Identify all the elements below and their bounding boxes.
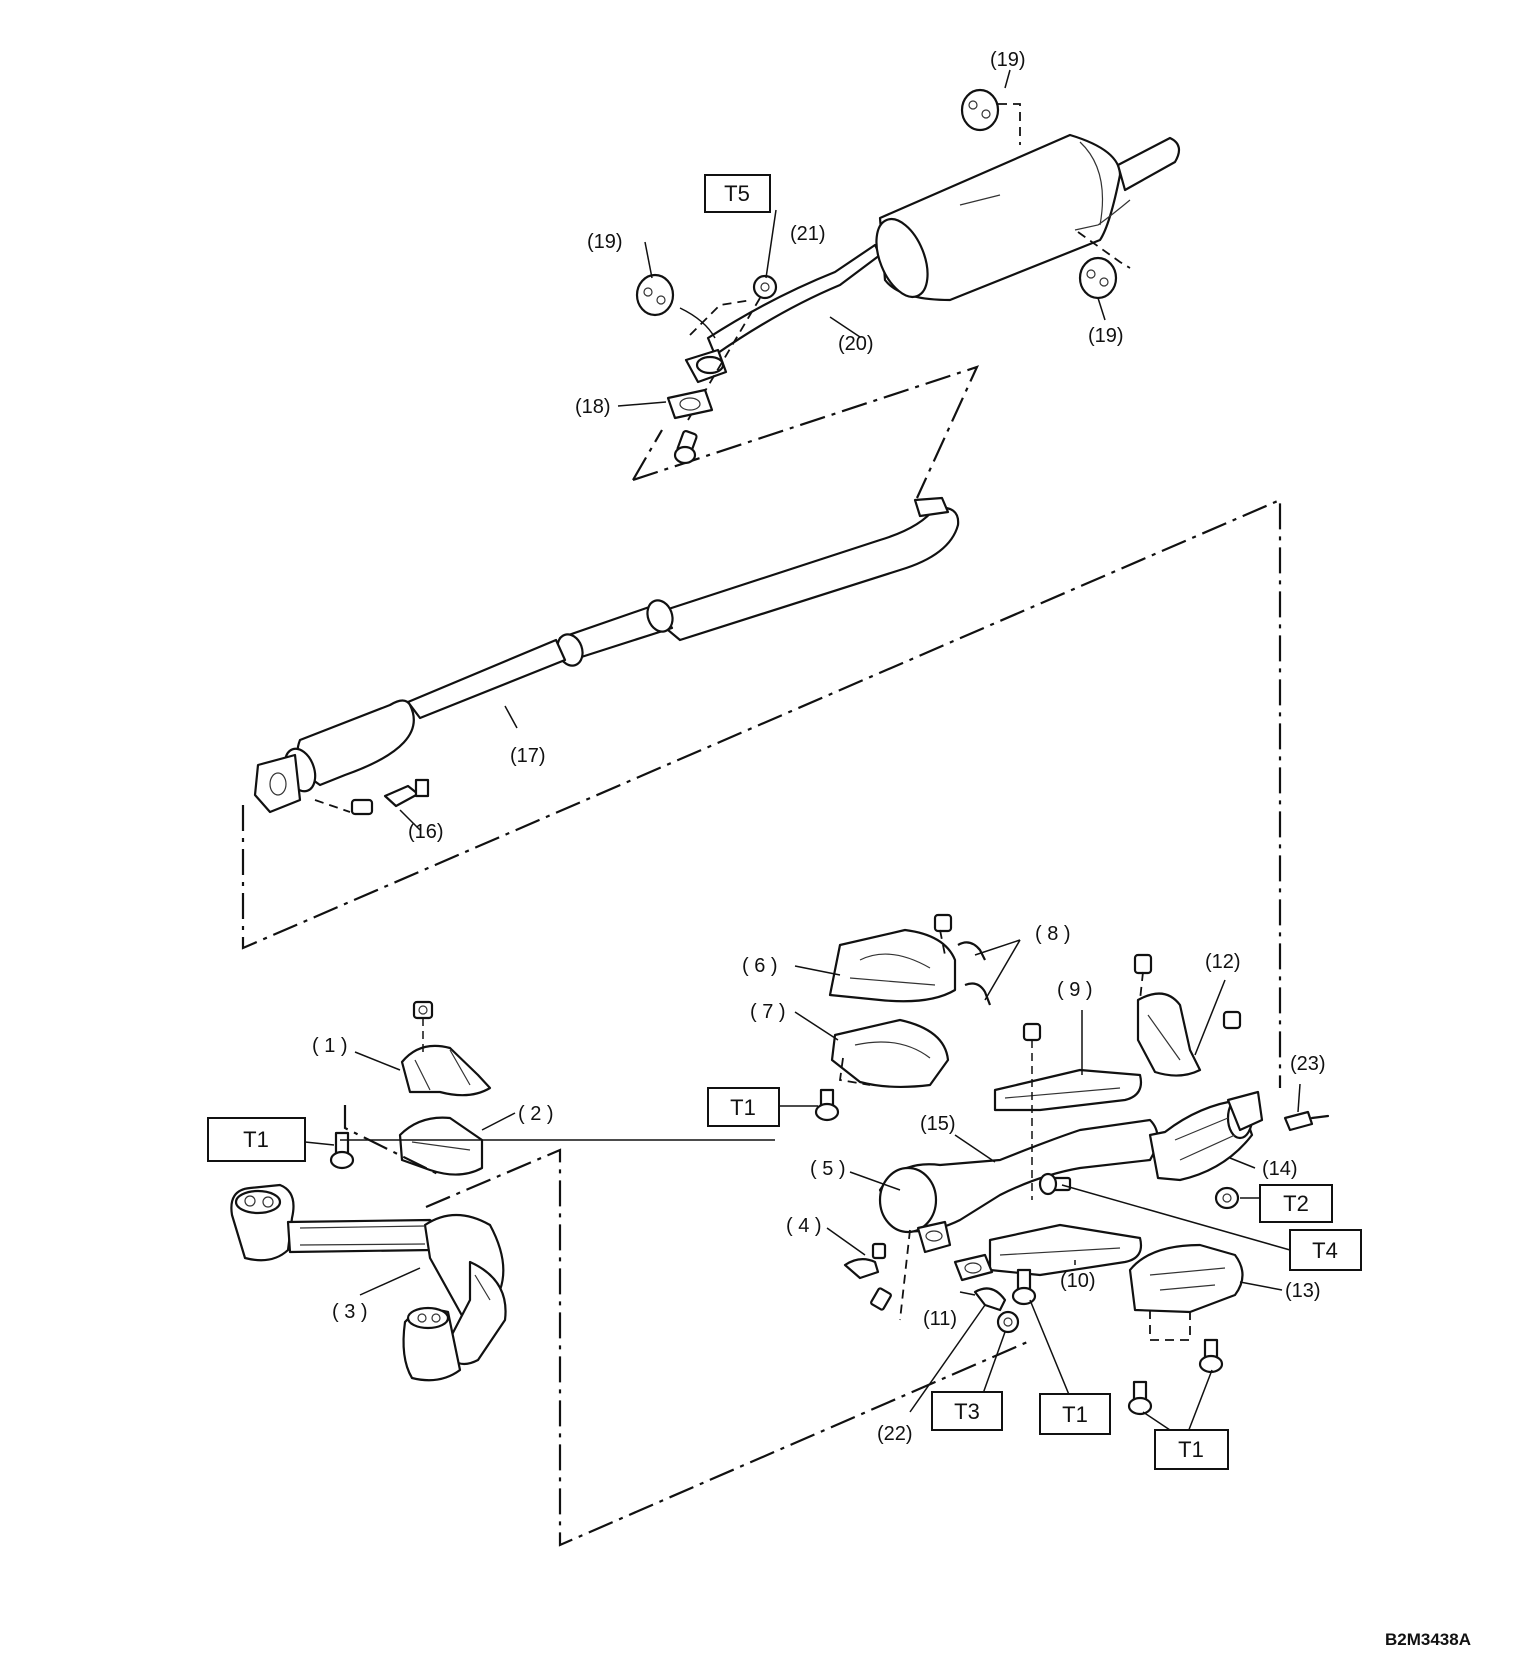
svg-text:T1: T1: [243, 1127, 269, 1152]
label-6: ( 6 ): [742, 955, 778, 977]
nut-cover-1: [412, 1000, 434, 1052]
rubber-hanger-right: [1078, 256, 1118, 300]
bolts-t1-bottom: [1011, 1268, 1224, 1416]
label-11: (11): [923, 1308, 957, 1330]
stud-guide: [689, 299, 753, 336]
rubber-hanger-top: [960, 88, 1000, 132]
connection-line-muffler-2: [632, 429, 663, 481]
torque-box-t1-mid: T1: [707, 1087, 780, 1127]
heat-shield-13: [1128, 1243, 1244, 1341]
torque-box-t1-bottom: T1: [1039, 1393, 1111, 1435]
oxygen-sensor-16: [314, 778, 430, 816]
heat-shield-10: [988, 1223, 1143, 1277]
rear-muffler: [679, 133, 1181, 384]
label-20: (20): [838, 333, 874, 355]
nuts-upper-right: [1022, 1010, 1242, 1200]
label-7: ( 7 ): [750, 1001, 786, 1023]
label-22: (22): [877, 1423, 913, 1445]
label-3: ( 3 ): [332, 1301, 368, 1323]
label-18: (18): [575, 396, 611, 418]
label-5: ( 5 ): [810, 1158, 846, 1180]
heat-cover-1: [400, 1044, 492, 1097]
oxygen-sensor-23: [1283, 1110, 1330, 1132]
torque-box-t1-right: T1: [1154, 1429, 1229, 1470]
upper-covers-6-7: [828, 913, 957, 1088]
torque-box-t3: T3: [931, 1391, 1003, 1431]
label-14: (14): [1262, 1158, 1298, 1180]
label-13: (13): [1285, 1280, 1321, 1302]
gasket-11: [953, 1253, 994, 1282]
svg-text:T5: T5: [724, 181, 750, 206]
svg-text:T3: T3: [954, 1399, 980, 1424]
label-17: (17): [510, 745, 546, 767]
svg-text:T2: T2: [1283, 1191, 1309, 1216]
label-21: (21): [790, 223, 826, 245]
connection-line-muffler: [632, 365, 980, 499]
label-8: ( 8 ): [1035, 923, 1071, 945]
label-19-top: (19): [990, 49, 1026, 71]
label-4: ( 4 ): [786, 1215, 822, 1237]
label-16: (16): [408, 821, 444, 843]
label-15: (15): [920, 1113, 956, 1135]
label-23: (23): [1290, 1053, 1326, 1075]
torque-box-t2: T2: [1259, 1184, 1333, 1223]
nut-t2: [1214, 1186, 1240, 1210]
bolt-t1-mid: [814, 1088, 840, 1122]
clip-8: [957, 941, 992, 1006]
svg-text:T1: T1: [1178, 1437, 1204, 1462]
bolt-lower-left: [870, 1229, 911, 1321]
torque-box-t4: T4: [1289, 1229, 1362, 1271]
hanger-top-guide: [998, 103, 1021, 145]
nut-21: [752, 274, 778, 300]
nut-21-guide: [687, 297, 761, 421]
leader-lines: [304, 69, 1301, 1441]
connection-line-center-pipe: [241, 498, 1282, 1088]
rubber-hanger-left: [635, 273, 675, 317]
heat-cover-2: [398, 1116, 484, 1176]
torque-box-t5: T5: [704, 174, 771, 213]
label-2: ( 2 ): [518, 1103, 554, 1125]
svg-text:T1: T1: [730, 1095, 756, 1120]
heat-shield-9: [993, 1068, 1143, 1112]
figure-code: B2M3438A: [1385, 1630, 1471, 1649]
label-19-left: (19): [587, 231, 623, 253]
center-exhaust-pipe: [253, 496, 960, 814]
gasket-18: [666, 388, 714, 420]
label-19-right: (19): [1088, 325, 1124, 347]
label-1: ( 1 ): [312, 1035, 348, 1057]
front-exhaust-pipe: [230, 1183, 507, 1382]
bolt-t1-left: [329, 1131, 355, 1170]
flange-bolt: [673, 430, 698, 465]
connection-line-front-pipe: [425, 1148, 1033, 1547]
nut-t3: [996, 1310, 1020, 1334]
cover-2-guide: [343, 1105, 441, 1176]
label-9: ( 9 ): [1057, 979, 1093, 1001]
torque-box-t1-left: T1: [207, 1117, 306, 1162]
hanger-right-guide: [1077, 231, 1131, 269]
catalytic-converter-assembly: [878, 1090, 1264, 1254]
bracket-4: [843, 1242, 887, 1280]
label-12: (12): [1205, 951, 1241, 973]
label-10: (10): [1060, 1270, 1096, 1292]
svg-text:T4: T4: [1312, 1238, 1338, 1263]
bolt-t4: [1038, 1172, 1072, 1196]
clamp-22: [973, 1287, 1007, 1312]
heat-shield-12: [1133, 953, 1202, 1077]
muffler-flange: [684, 348, 728, 384]
svg-text:T1: T1: [1062, 1402, 1088, 1427]
